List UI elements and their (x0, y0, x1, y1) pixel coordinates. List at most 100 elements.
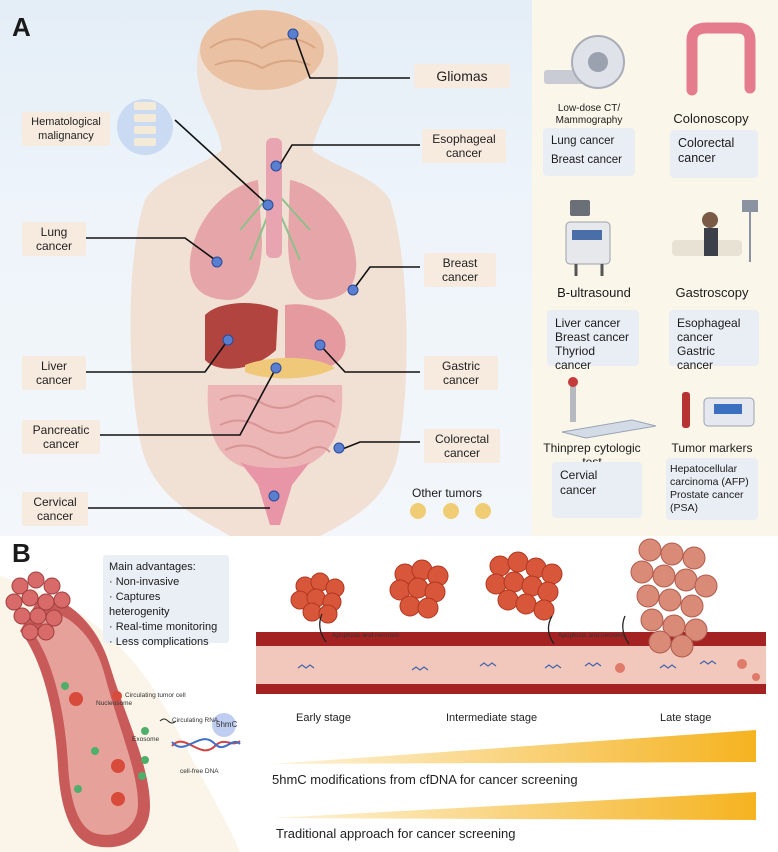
method-colonoscopy-target: Colorectal cancer (678, 136, 735, 165)
tumor-intermediate-1 (389, 559, 449, 619)
advantages-box: Main advantages: · Non-invasive · Captur… (103, 555, 229, 648)
label-pancreatic-cancer: Pancreatic cancer (22, 420, 100, 454)
method-ct-target: Breast cancer (551, 154, 622, 166)
circulating-tumor-cell (111, 759, 125, 773)
label-apoptosis-2: Apoptosis and necrosis (558, 632, 626, 639)
label-esophageal-cancer: Esophageal cancer (422, 129, 506, 163)
method-gastroscopy-name: Gastroscopy (675, 285, 749, 300)
colon-icon (686, 22, 756, 96)
tumor-cell-cluster (5, 571, 71, 641)
brain-shape (200, 10, 324, 90)
apoptosis-arrow (319, 613, 327, 643)
method-icons (544, 22, 758, 439)
apoptosis-arrow (547, 615, 555, 645)
method-colonoscopy-card: Colorectal cancer (670, 130, 758, 178)
other-tumor-dot (410, 503, 426, 519)
method-tumor-markers-name: Tumor markers (671, 441, 753, 455)
marker-colon (333, 442, 345, 454)
method-ultrasound-name: B-ultrasound (557, 285, 631, 300)
label-apoptosis-1: Apoptosis and necrosis (332, 632, 400, 639)
method-tumor-markers-target: Prostate cancer (PSA) (670, 489, 744, 514)
exosome (61, 682, 69, 690)
advantage-item: · Less complications (109, 636, 209, 648)
marker-breast (347, 284, 359, 296)
other-tumor-dot (443, 503, 459, 519)
method-tumor-markers-card: Hepatocellular carcinoma (AFP) Prostate … (666, 458, 758, 520)
pancreas-shape (245, 357, 335, 379)
advantage-item: · Non-invasive (109, 576, 180, 588)
stage-early: Early stage (296, 712, 352, 724)
ct-scanner-icon (544, 35, 625, 89)
exosome (141, 727, 149, 735)
label-nucleosome: Nucleosome (96, 700, 133, 707)
marker-esophagus (270, 160, 282, 172)
dna-helix-icon (171, 738, 241, 752)
marker-lung (211, 256, 223, 268)
exosome (74, 785, 82, 793)
method-ct-target: Lung cancer (551, 135, 615, 147)
label-liver-cancer: Liver cancer (22, 356, 86, 390)
marker-liver (222, 334, 234, 346)
label-gastric-cancer: Gastric cancer (424, 356, 498, 390)
label-other-tumors: Other tumors (412, 486, 483, 500)
vessel-wall-bottom (256, 684, 766, 694)
cfdna-fragments (297, 660, 717, 671)
method-ultrasound-target: Liver cancer (555, 316, 621, 330)
approach-traditional: Traditional approach for cancer screenin… (276, 826, 516, 841)
right-lung-shape (288, 180, 357, 300)
label-breast-cancer: Breast cancer (424, 253, 496, 287)
exosome-legend-icon (141, 756, 149, 764)
panel-a-letter: A (12, 12, 31, 42)
method-ct-name: Low-dose CT/ Mammography (555, 103, 623, 126)
panel-b-illustration (0, 538, 766, 852)
apoptosis-arrow (622, 615, 630, 645)
circulating-tumor-cell (111, 792, 125, 806)
tumor-late (630, 538, 718, 658)
label-cervical-cancer: Cervical cancer (22, 492, 88, 526)
5hmc-gradient-wedge (272, 730, 756, 764)
marker-brain (287, 28, 299, 40)
method-gastroscopy-target: Esophageal cancer (677, 316, 741, 344)
method-colonoscopy-name: Colonoscopy (673, 111, 749, 126)
method-thinprep-target: Cervial cancer (560, 468, 598, 497)
ultrasound-machine-icon (565, 200, 611, 276)
ctc-legend-icon (112, 691, 122, 701)
panel-a-methods-area (532, 0, 778, 536)
label-circulating-rna: Circulating RNA (172, 717, 219, 724)
tumor-early (290, 572, 345, 624)
rna-legend-icon (159, 718, 177, 724)
marker-pancreas (270, 362, 282, 374)
stage-intermediate: Intermediate stage (446, 712, 538, 724)
advantage-item: · Captures heterogenity (109, 591, 170, 618)
method-ultrasound-card: Liver cancer Breast cancer Thyriod cance… (547, 310, 639, 372)
approach-5hmc: 5hmC modifications from cfDNA for cancer… (272, 772, 578, 787)
marker-cervix (268, 490, 280, 502)
method-gastroscopy-card: Esophageal cancer Gastric cancer (669, 310, 759, 372)
label-ctc: Circulating tumor cell (125, 692, 186, 699)
advantages-title: Main advantages: (109, 561, 196, 573)
label-lung-cancer: Lung cancer (22, 222, 86, 256)
cells-in-lumen (615, 659, 760, 681)
label-5hmc: 5hmC (216, 720, 238, 729)
thinprep-slide-icon (561, 377, 657, 439)
tumor-intermediate-2 (485, 551, 563, 621)
left-lung-shape (189, 180, 262, 300)
stomach-shape (285, 304, 346, 370)
leader-lines (75, 35, 420, 509)
hmc-marker (212, 713, 236, 737)
marker-hematological (262, 199, 274, 211)
method-ultrasound-target: Thyriod cancer (555, 344, 596, 372)
other-tumor-dot (475, 503, 491, 519)
gastroscopy-icon (672, 200, 758, 262)
marker-stomach (314, 339, 326, 351)
label-gliomas: Gliomas (414, 64, 510, 88)
label-exosome: Exosome (132, 736, 160, 743)
circulating-tumor-cell (69, 692, 83, 706)
exosome (91, 747, 99, 755)
label-colorectal-cancer: Colorectal cancer (424, 429, 500, 463)
advantage-item: · Real-time monitoring (109, 621, 218, 633)
label-cell-free-dna: cell-free DNA (180, 768, 219, 775)
label-hematological-malignancy: Hematological malignancy (22, 112, 110, 146)
panel-b-letter: B (12, 538, 31, 568)
anatomy-illustration (75, 10, 491, 536)
